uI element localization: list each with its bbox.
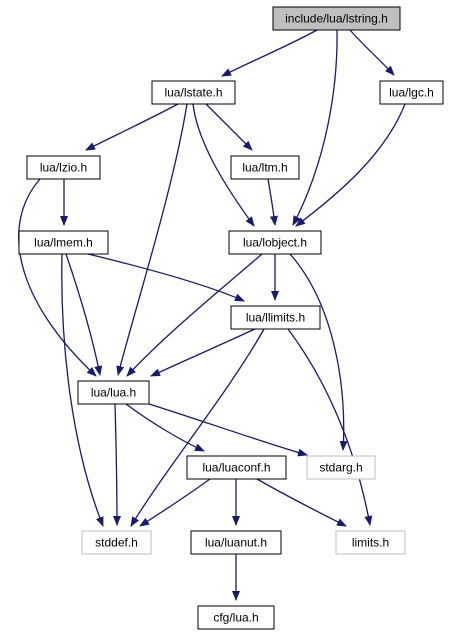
- node-label-lobject: lua/lobject.h: [243, 236, 307, 250]
- node-box-stdarg: [306, 455, 376, 480]
- node-label-lmem: lua/lmem.h: [34, 236, 93, 250]
- node-box-luaconf: [186, 455, 287, 480]
- edge-llimits-lua: [150, 328, 256, 377]
- edge-luaconf-stddef: [139, 478, 211, 527]
- node-label-lua: lua/lua.h: [91, 386, 136, 400]
- node-box-llimits: [230, 305, 321, 330]
- edge-lzio-lua: [18, 178, 97, 377]
- node-stdarg: stdarg.h: [306, 455, 376, 480]
- edge-lobject-stdarg: [289, 253, 348, 451]
- node-label-llimits: lua/llimits.h: [246, 311, 305, 325]
- node-box-lzio: [26, 155, 101, 180]
- node-label-lstate: lua/lstate.h: [164, 86, 222, 100]
- node-box-luanut: [190, 530, 282, 555]
- edge-lua-stddef: [112, 403, 121, 526]
- node-luanut[interactable]: lua/luanut.h: [190, 530, 282, 555]
- node-box-cfglua: [197, 605, 275, 630]
- edge-luaconf-limits: [256, 478, 347, 527]
- edge-lstate-ltm: [205, 103, 253, 151]
- node-box-lstate: [151, 80, 236, 105]
- edge-lua-luaconf: [125, 403, 205, 452]
- node-luaconf[interactable]: lua/luaconf.h: [186, 455, 287, 480]
- node-cfglua[interactable]: cfg/lua.h: [197, 605, 275, 630]
- node-limits: limits.h: [335, 530, 406, 555]
- edge-lobject-lua: [126, 253, 263, 377]
- node-box-limits: [335, 530, 406, 555]
- node-box-ltm: [230, 155, 300, 180]
- node-lzio[interactable]: lua/lzio.h: [26, 155, 101, 180]
- node-box-lgc: [379, 80, 444, 105]
- edge-lmem-lua: [65, 253, 103, 376]
- edge-lstring-lstate: [221, 29, 318, 77]
- node-label-luaconf: lua/luaconf.h: [202, 461, 270, 475]
- edge-lmem-llimits: [87, 253, 245, 302]
- node-lgc[interactable]: lua/lgc.h: [379, 80, 444, 105]
- node-box-lua: [77, 380, 150, 405]
- node-label-cfglua: cfg/lua.h: [213, 611, 258, 625]
- edge-ltm-lobject: [267, 178, 278, 226]
- node-box-lmem: [18, 230, 109, 255]
- node-lstate[interactable]: lua/lstate.h: [151, 80, 236, 105]
- node-lobject[interactable]: lua/lobject.h: [228, 230, 322, 255]
- node-lstring[interactable]: include/lua/lstring.h: [272, 6, 401, 31]
- node-label-luanut: lua/luanut.h: [205, 536, 267, 550]
- edge-lstate-lobject: [192, 103, 255, 227]
- node-lua[interactable]: lua/lua.h: [77, 380, 150, 405]
- node-box-stddef: [81, 530, 152, 555]
- edge-lstring-lgc: [349, 29, 395, 76]
- edge-llimits-limits: [287, 328, 373, 526]
- node-label-stddef: stddef.h: [95, 536, 138, 550]
- node-ltm[interactable]: lua/ltm.h: [230, 155, 300, 180]
- edge-lgc-lobject: [295, 103, 406, 227]
- node-label-lzio: lua/lzio.h: [40, 161, 87, 175]
- edge-lstate-lua: [116, 103, 188, 376]
- edge-lua-stdarg: [148, 403, 308, 457]
- edge-layer: [18, 29, 406, 601]
- node-lmem[interactable]: lua/lmem.h: [18, 230, 109, 255]
- node-label-stdarg: stdarg.h: [319, 461, 362, 475]
- node-llimits[interactable]: lua/llimits.h: [230, 305, 321, 330]
- edge-lmem-stddef: [61, 253, 104, 527]
- node-label-lstring: include/lua/lstring.h: [285, 12, 388, 26]
- edge-llimits-stddef: [130, 328, 265, 527]
- node-label-limits: limits.h: [352, 536, 389, 550]
- node-stddef: stddef.h: [81, 530, 152, 555]
- node-label-lgc: lua/lgc.h: [389, 86, 434, 100]
- node-box-lobject: [228, 230, 322, 255]
- edge-lstring-lobject: [292, 29, 338, 226]
- edge-lstate-lzio: [85, 103, 179, 151]
- node-label-ltm: lua/ltm.h: [242, 161, 287, 175]
- node-box-lstring: [272, 6, 401, 31]
- node-layer: include/lua/lstring.h lua/lstate.h lua/lgc…: [18, 6, 444, 630]
